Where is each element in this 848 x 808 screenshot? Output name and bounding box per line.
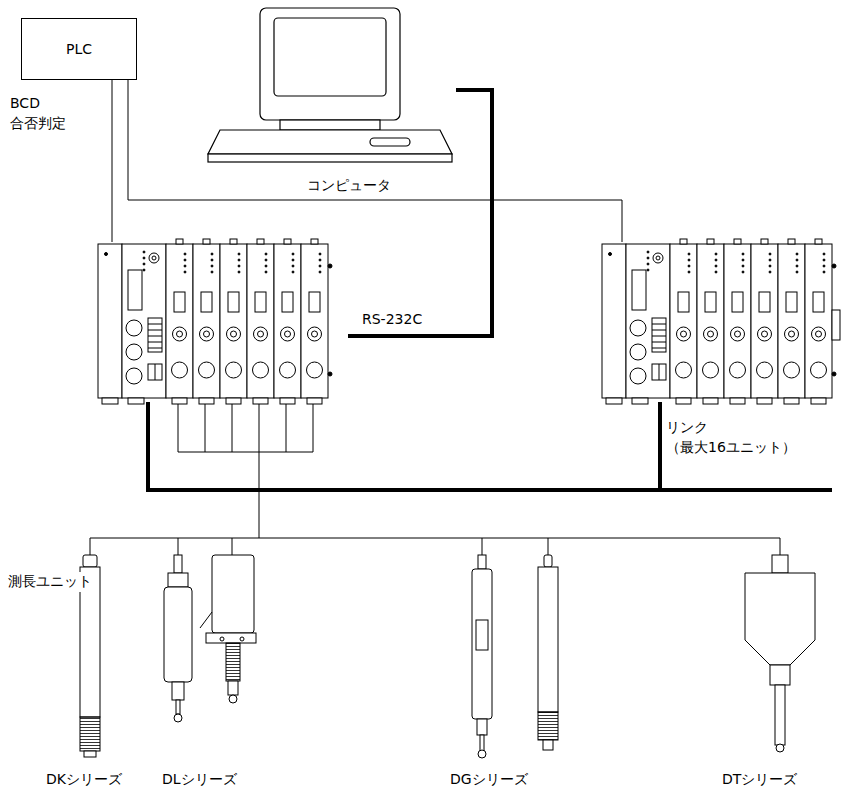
series-label: DGシリーズ xyxy=(448,770,530,790)
series-label: DKシリーズ xyxy=(44,770,124,790)
series-label: DTシリーズ xyxy=(720,770,799,790)
wiring xyxy=(90,80,832,555)
plc-box: PLC xyxy=(21,18,137,80)
interface-label: RS-232C xyxy=(360,310,424,330)
link-label: リンク （最大16ユニット） xyxy=(664,418,818,457)
controller-rack xyxy=(98,239,840,404)
group-label: 測長ユニット xyxy=(6,572,94,592)
probe-illustrations xyxy=(80,555,815,758)
computer-label: コンピュータ xyxy=(240,176,458,195)
node-label: PLC xyxy=(66,40,92,59)
series-label: DLシリーズ xyxy=(160,770,239,790)
computer: コンピュータ xyxy=(200,6,458,174)
signal-label: BCD 合否判定 xyxy=(8,94,98,133)
computer-illustration xyxy=(200,6,458,174)
